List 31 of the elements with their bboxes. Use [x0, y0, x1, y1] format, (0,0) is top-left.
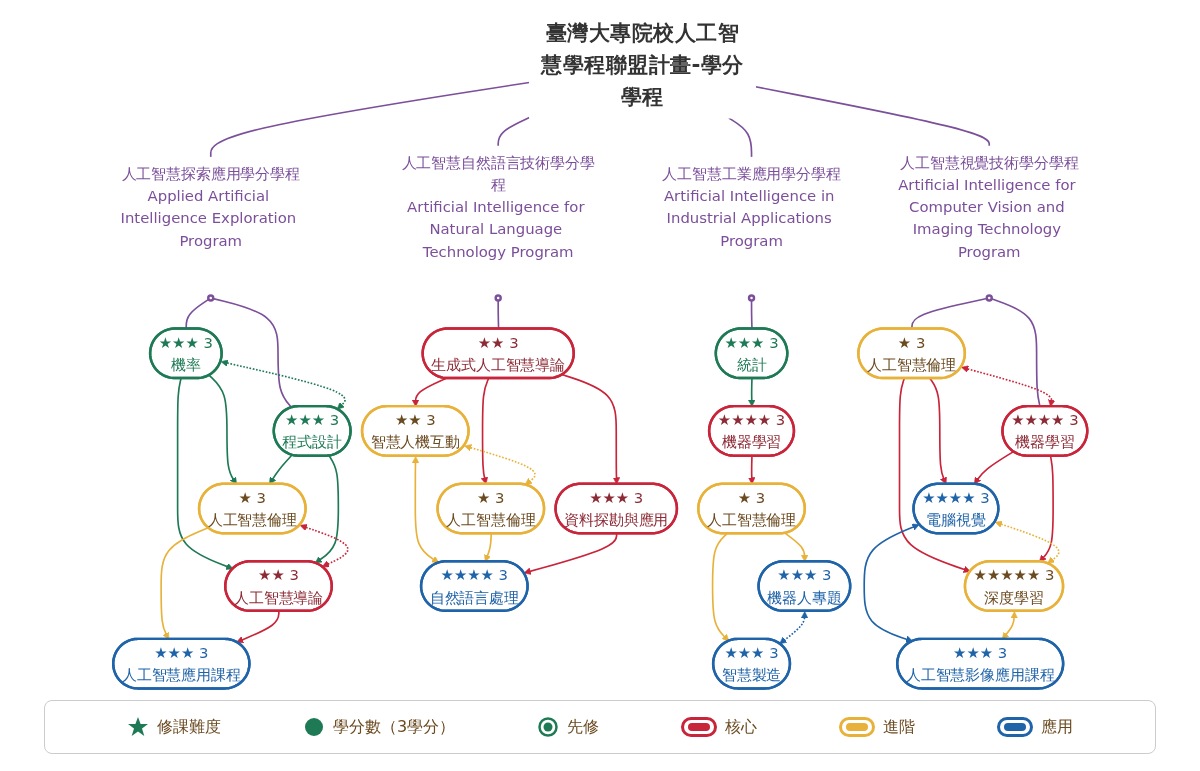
node-text: 人工智慧自然語言技術學分學程 Artificial Intelligence for Natural Language Technology Program — [401, 153, 595, 261]
connector — [754, 85, 991, 147]
legend-label: 應用 — [1041, 716, 1073, 738]
node-circle — [985, 294, 993, 302]
node-circle — [494, 294, 502, 302]
connector — [727, 117, 753, 159]
arrow — [314, 455, 340, 564]
arrow — [464, 444, 536, 486]
arrow — [236, 610, 280, 643]
legend-label: 核心 — [725, 716, 758, 738]
node-text: 人工智慧視覺技術學分學程 Artificial Intelligence for Computer Vision and Imaging Technology Program — [898, 153, 1079, 261]
node-text: 人工智慧工業應用學分學程 Artificial Intelligence in Industrial Applications Program — [662, 164, 841, 249]
node-circle — [747, 294, 756, 302]
legend-label: 先修 — [567, 716, 600, 738]
arrow — [1039, 455, 1054, 563]
arrow — [220, 359, 346, 410]
connector — [497, 116, 531, 147]
arrow — [779, 611, 809, 645]
arrow — [299, 524, 349, 568]
arrow — [994, 520, 1060, 564]
legend-label: 學分數（3學分） — [332, 716, 456, 738]
node-text: 人工智慧探索應用學分學程 Applied Artificial Intelligence Exploration Program — [120, 164, 300, 249]
node-circle — [207, 294, 215, 302]
arrow — [961, 365, 1056, 407]
node-text: 臺灣大專院校人工智慧學程聯盟計畫-學分學程 — [541, 19, 744, 109]
arrow — [863, 523, 920, 643]
arrow — [411, 377, 447, 407]
connector — [209, 81, 531, 159]
legend-label: 進階 — [883, 716, 916, 738]
arrow — [411, 456, 440, 564]
legend-label: 修課難度 — [156, 716, 221, 738]
